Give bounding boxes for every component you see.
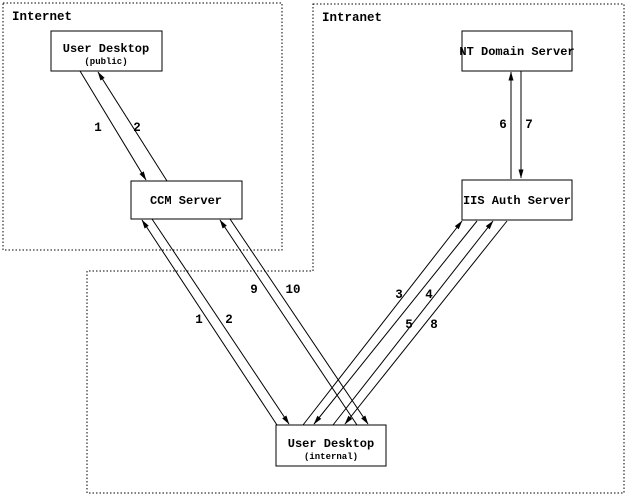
arrow-9-internal-desktop-to-ccm	[219, 219, 358, 426]
arrow-5-internal-desktop-to-iis	[332, 220, 494, 426]
arrow-8-iis-to-internal-desktop	[344, 220, 508, 425]
intranet-zone-label: Intranet	[322, 11, 382, 25]
arrow-label-10: 10	[285, 283, 300, 297]
arrow-4-iis-to-internal-desktop	[313, 220, 478, 425]
user-desktop-internal-subtitle: (internal)	[304, 452, 358, 462]
node-user-desktop-internal: User Desktop (internal)	[275, 424, 387, 467]
iis-auth-server-title: IIS Auth Server	[463, 194, 571, 208]
arrow-label-4: 4	[425, 288, 433, 302]
user-desktop-internal-box	[275, 424, 387, 467]
arrow-label-9: 9	[250, 283, 258, 297]
arrow-label-1-internal: 1	[195, 313, 203, 327]
arrow-label-6: 6	[499, 118, 507, 132]
arrow-label-7: 7	[525, 118, 533, 132]
nt-domain-server-title: NT Domain Server	[459, 45, 574, 59]
user-desktop-public-subtitle: (public)	[84, 57, 127, 67]
internet-zone-outline	[2, 2, 283, 251]
iis-auth-server-box	[461, 179, 573, 221]
node-iis-auth-server: IIS Auth Server	[461, 179, 573, 221]
arrow-1-public-desktop-to-ccm	[79, 70, 147, 181]
intranet-zone-outline	[86, 3, 625, 494]
arrow-10-ccm-to-internal-desktop	[229, 218, 369, 425]
user-desktop-public-box	[50, 30, 163, 72]
user-desktop-public-title: User Desktop	[63, 42, 149, 56]
ccm-server-title: CCM Server	[150, 194, 222, 208]
ccm-server-box	[130, 180, 243, 220]
arrow-label-2-internet: 2	[133, 121, 141, 135]
arrow-label-5: 5	[405, 318, 413, 332]
internet-zone-label: Internet	[12, 10, 72, 24]
node-ccm-server: CCM Server	[130, 180, 243, 220]
flow-arrows	[79, 70, 524, 426]
node-user-desktop-public: User Desktop (public)	[50, 30, 163, 72]
arrow-3-internal-desktop-to-iis	[302, 220, 463, 426]
arrow-1-internal-desktop-to-ccm	[141, 219, 278, 426]
arrow-label-1-internet: 1	[94, 121, 102, 135]
flow-labels: 1 2 1 2 9 10 3 4 5 8 6 7	[94, 118, 533, 332]
user-desktop-internal-title: User Desktop	[288, 437, 374, 451]
arrow-2-ccm-to-internal-desktop	[151, 218, 290, 425]
arrow-label-2-internal: 2	[225, 313, 233, 327]
arrow-2-ccm-to-public-desktop	[97, 71, 168, 182]
arrow-label-3: 3	[395, 288, 403, 302]
arrow-label-8: 8	[430, 318, 438, 332]
nt-domain-server-box	[461, 30, 573, 72]
node-nt-domain-server: NT Domain Server	[459, 30, 575, 72]
